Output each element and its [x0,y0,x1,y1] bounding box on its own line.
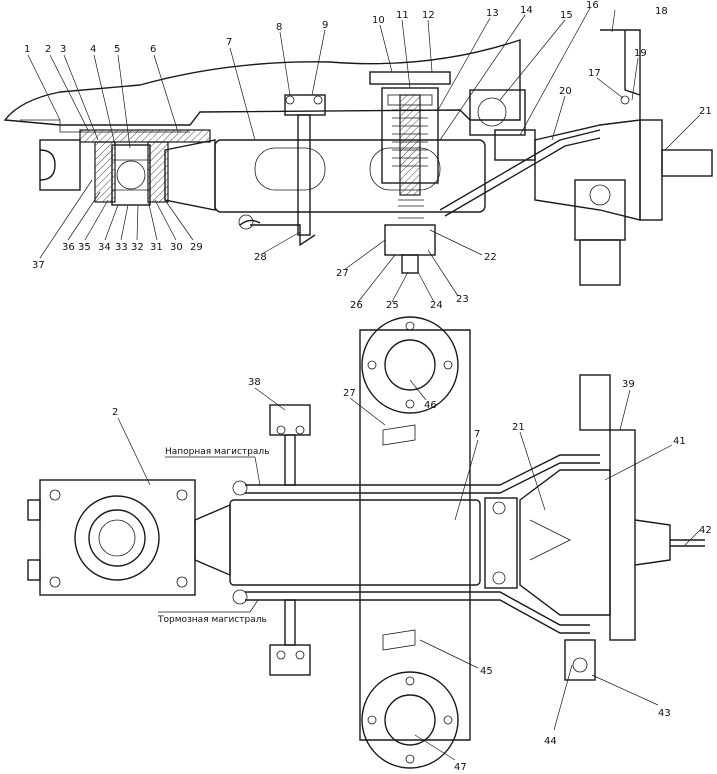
callout-8: 8 [276,22,282,33]
callout-19: 19 [634,48,647,59]
callout-1: 1 [24,44,30,55]
callout-28: 28 [254,252,267,263]
callout-30: 30 [170,242,183,253]
callout-10: 10 [372,15,385,26]
callout-35: 35 [78,242,91,253]
callout-34: 34 [98,242,111,253]
callout-b-47: 47 [454,762,467,773]
callout-2: 2 [45,44,51,55]
callout-33: 33 [115,242,128,253]
callout-b-38: 38 [248,377,261,388]
callout-b-21: 21 [512,422,525,433]
callout-15: 15 [560,10,573,21]
callout-b-39: 39 [622,379,635,390]
callout-b-45: 45 [480,666,493,677]
callout-26: 26 [350,300,363,311]
callout-29: 29 [190,242,203,253]
callout-5: 5 [114,44,120,55]
callout-21: 21 [699,106,712,117]
callout-27: 27 [336,268,349,279]
callout-b-42: 42 [699,525,712,536]
callout-4: 4 [90,44,96,55]
callout-b-7: 7 [474,429,480,440]
callout-b-2: 2 [112,407,118,418]
callout-20: 20 [559,86,572,97]
callout-9: 9 [322,20,328,31]
callout-24: 24 [430,300,443,311]
callout-18: 18 [655,6,668,17]
callout-36: 36 [62,242,75,253]
callouts-top: 1 2 3 4 5 6 7 8 9 10 11 12 13 14 15 16 1… [24,0,712,311]
callout-6: 6 [150,44,156,55]
top-section-view [3,29,713,286]
brake-line-label: Тормозная магистраль [157,615,267,625]
callout-7: 7 [226,37,232,48]
callout-12: 12 [422,10,435,21]
line-labels: Напорная магистраль Тормозная магистраль [157,447,269,625]
callout-32: 32 [131,242,144,253]
callout-16: 16 [586,0,599,11]
callout-b-27: 27 [343,388,356,399]
callout-13: 13 [486,8,499,19]
callout-11: 11 [396,10,409,21]
pressure-line-label: Напорная магистраль [165,447,269,457]
callout-14: 14 [520,5,533,16]
callout-22: 22 [484,252,497,263]
callout-31: 31 [150,242,163,253]
callout-b-46: 46 [424,400,437,411]
callout-25: 25 [386,300,399,311]
callout-23: 23 [456,294,469,305]
callout-17: 17 [588,68,601,79]
leader-lines [27,7,701,761]
callout-b-43: 43 [658,708,671,719]
callout-37: 37 [32,260,45,271]
callout-3: 3 [60,44,66,55]
callouts-bottom: 2 7 21 27 38 39 41 42 43 44 45 46 47 [112,377,712,773]
bottom-plan-view [27,316,705,769]
callout-b-44: 44 [544,736,557,747]
callout-b-41: 41 [673,436,686,447]
